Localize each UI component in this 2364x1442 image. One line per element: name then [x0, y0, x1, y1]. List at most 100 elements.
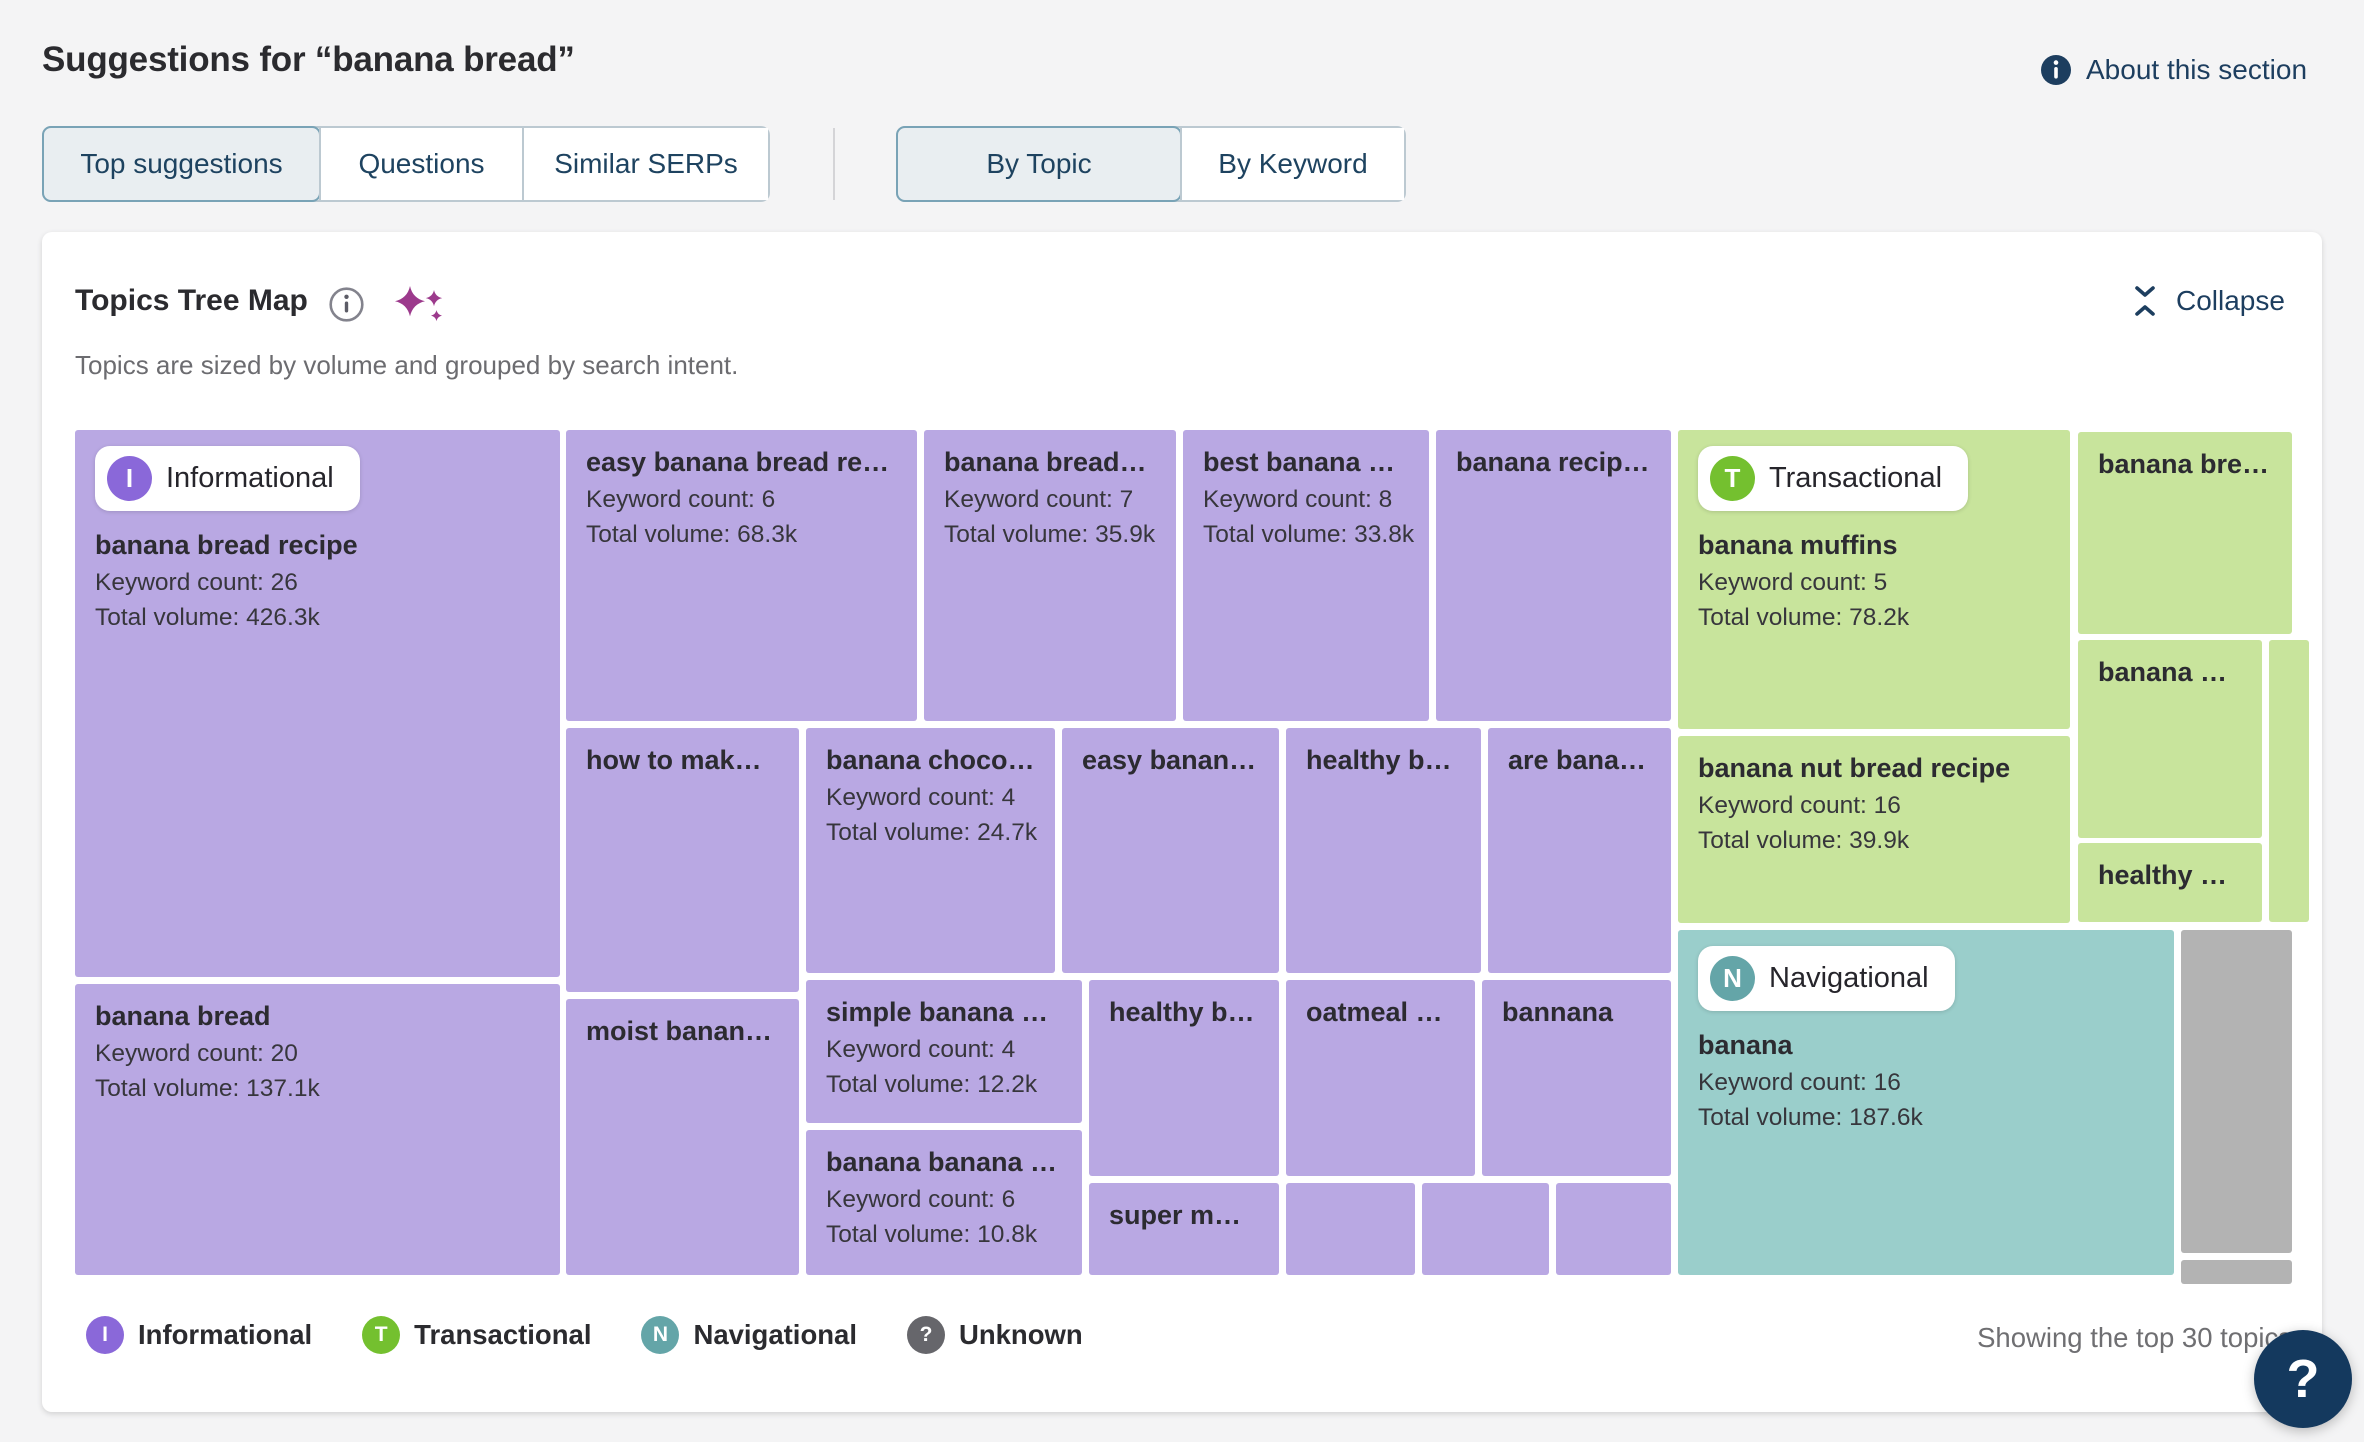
treemap-topic-easy-banan[interactable]: easy banan…	[1062, 728, 1279, 973]
about-this-section-link[interactable]: About this section	[2040, 54, 2307, 86]
treemap-topic-transactional-unlabeled[interactable]	[2269, 640, 2309, 922]
unknown-intent-icon: ?	[906, 1316, 945, 1354]
navigational-intent-icon: N	[641, 1316, 680, 1354]
topic-title: easy banana bread re…	[586, 447, 890, 477]
topic-total-volume: Total volume: 35.9k	[944, 521, 1156, 548]
topic-title: banana choco…	[826, 745, 1035, 775]
treemap-topic-moist-banan[interactable]: moist banan…	[566, 999, 799, 1275]
tab-questions[interactable]: Questions	[319, 128, 522, 200]
treemap-topic-healthy-b[interactable]: healthy b…	[1286, 728, 1481, 973]
treemap-topic-best-banana[interactable]: best banana … Keyword count: 8 Total volum…	[1183, 430, 1429, 721]
topic-total-volume: Total volume: 39.9k	[1698, 827, 1910, 854]
legend-label: Informational	[138, 1319, 313, 1350]
topic-title: oatmeal …	[1306, 997, 1443, 1027]
navigational-intent-icon: N	[1710, 956, 1755, 1001]
transactional-intent-icon: T	[362, 1316, 401, 1354]
intent-badge-label: Navigational	[1769, 962, 1929, 994]
tab-top-suggestions[interactable]: Top suggestions	[42, 126, 321, 202]
treemap-topic-unknown-unlabeled[interactable]	[2181, 1260, 2292, 1284]
topic-total-volume: Total volume: 33.8k	[1203, 521, 1415, 548]
informational-intent-icon: I	[86, 1316, 124, 1354]
question-mark-icon: ?	[2286, 1349, 2320, 1409]
collapse-button[interactable]: Collapse	[2130, 284, 2285, 318]
treemap-topic-oatmeal[interactable]: oatmeal …	[1286, 980, 1475, 1176]
card-subtitle: Topics are sized by volume and grouped b…	[75, 350, 739, 380]
topic-total-volume: Total volume: 68.3k	[586, 521, 798, 548]
page-title: Suggestions for “banana bread”	[42, 40, 575, 79]
collapse-label: Collapse	[2176, 285, 2285, 316]
about-label: About this section	[2086, 54, 2308, 85]
topic-keyword-count: Keyword count: 4	[826, 784, 1016, 811]
tree-map-info-icon[interactable]	[328, 286, 365, 328]
legend-label: Navigational	[693, 1319, 857, 1350]
topic-keyword-count: Keyword count: 6	[586, 486, 776, 513]
sparkles-icon	[394, 284, 448, 335]
info-icon	[2041, 55, 2071, 85]
topic-title: best banana …	[1203, 447, 1396, 477]
tab-similar-serps[interactable]: Similar SERPs	[522, 128, 768, 200]
topic-title: banana	[1698, 1030, 1793, 1060]
tab-by-topic[interactable]: By Topic	[896, 126, 1182, 202]
treemap-topic-bannana[interactable]: bannana	[1482, 980, 1671, 1176]
legend-item-unknown: ?Unknown	[906, 1316, 1083, 1354]
topic-total-volume: Total volume: 426.3k	[95, 604, 320, 631]
topic-title: banana …	[2098, 657, 2228, 687]
topic-title: banana bread	[95, 1001, 271, 1031]
treemap-topic-banana-recip[interactable]: banana recip…	[1436, 430, 1671, 721]
topic-keyword-count: Keyword count: 20	[95, 1040, 298, 1067]
topic-total-volume: Total volume: 187.6k	[1698, 1104, 1923, 1131]
topic-title: banana bread recipe	[95, 530, 358, 560]
treemap-topic-informational-unlabeled[interactable]	[1556, 1183, 1671, 1275]
topic-keyword-count: Keyword count: 4	[826, 1036, 1016, 1063]
treemap-topic-how-to-mak[interactable]: how to mak…	[566, 728, 799, 992]
topic-keyword-count: Keyword count: 16	[1698, 792, 1901, 819]
collapse-icon	[2135, 286, 2155, 316]
treemap-topic-informational-unlabeled[interactable]	[1286, 1183, 1415, 1275]
topic-keyword-count: Keyword count: 8	[1203, 486, 1393, 513]
treemap-topic-super-m[interactable]: super m…	[1089, 1183, 1279, 1275]
topic-title: super m…	[1109, 1200, 1242, 1230]
treemap-topic-informational-unlabeled[interactable]	[1422, 1183, 1549, 1275]
topic-keyword-count: Keyword count: 16	[1698, 1069, 1901, 1096]
help-button[interactable]: ?	[2254, 1330, 2352, 1428]
topic-title: banana muffins	[1698, 530, 1898, 560]
topic-title: banana bre…	[2098, 449, 2270, 479]
treemap-topic-banana-bre[interactable]: banana bre…	[2078, 432, 2292, 634]
treemap-topic-banana[interactable]: banana …	[2078, 640, 2262, 838]
treemap-topic-easy-banana-bread-re[interactable]: easy banana bread re… Keyword count: 6 Tot…	[566, 430, 917, 721]
topic-total-volume: Total volume: 78.2k	[1698, 604, 1910, 631]
tab-by-keyword[interactable]: By Keyword	[1180, 128, 1404, 200]
treemap-topic-healthy[interactable]: healthy …	[2078, 843, 2262, 922]
treemap-topic-unknown-unlabeled[interactable]	[2181, 930, 2292, 1253]
topic-total-volume: Total volume: 12.2k	[826, 1071, 1038, 1098]
topics-count-note: Showing the top 30 topics	[1977, 1322, 2292, 1353]
transactional-intent-icon: T	[1710, 456, 1755, 501]
topic-title: banana bread…	[944, 447, 1147, 477]
treemap-topic-are-bana[interactable]: are bana…	[1488, 728, 1671, 973]
legend-item-navigational: N Navigational	[641, 1316, 857, 1354]
legend-item-informational: I Informational	[86, 1316, 312, 1354]
card-title: Topics Tree Map	[75, 284, 308, 317]
topic-title: healthy b…	[1306, 745, 1452, 775]
topic-keyword-count: Keyword count: 6	[826, 1186, 1016, 1213]
topic-title: healthy …	[2098, 860, 2228, 890]
topic-total-volume: Total volume: 137.1k	[95, 1075, 320, 1102]
treemap-topic-healthy-b[interactable]: healthy b…	[1089, 980, 1279, 1176]
topic-title: healthy b…	[1109, 997, 1255, 1027]
intent-badge-label: Informational	[166, 462, 334, 494]
